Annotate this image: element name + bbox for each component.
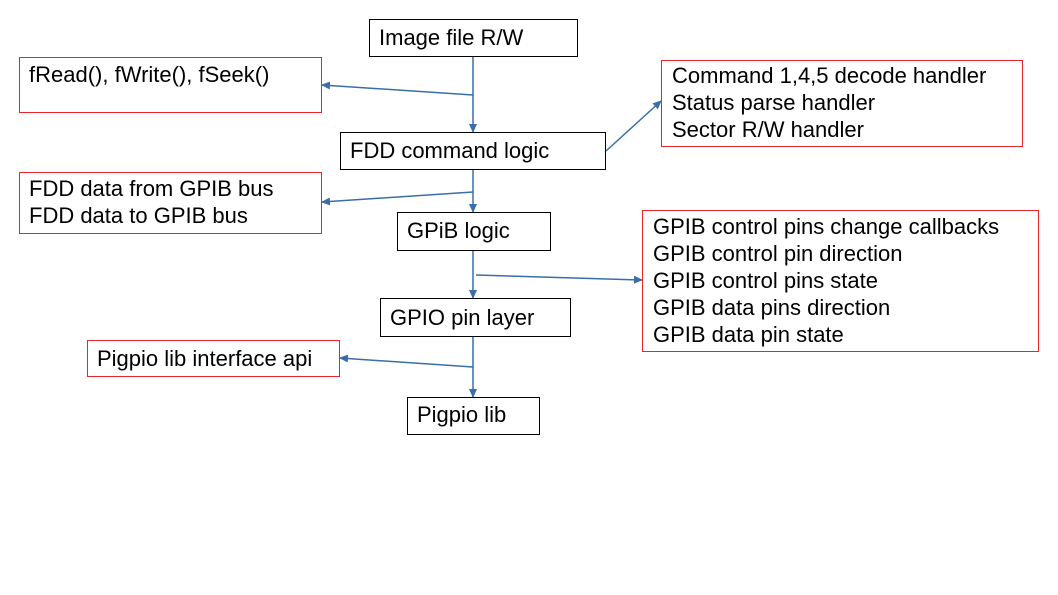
arrow-to-command-handlers	[605, 100, 662, 152]
gpib-pins-line-4: GPIB data pins direction	[653, 295, 891, 320]
arrow-to-gpib-pins	[475, 274, 643, 284]
gpib-pins-line-1: GPIB control pins change callbacks	[653, 214, 1000, 239]
gpio-pin-layer-label: GPIO pin layer	[390, 305, 535, 330]
arrow-to-file-ops	[321, 81, 474, 96]
command-handlers-line-2: Status parse handler	[672, 90, 876, 115]
fdd-command-layer: FDD command logic	[340, 132, 606, 170]
pigpio-api-note: Pigpio lib interface api	[87, 340, 340, 377]
gpib-pins-line-3: GPIB control pins state	[653, 268, 878, 293]
pigpio-lib-layer: Pigpio lib	[407, 397, 540, 435]
arrow-to-fdd-data	[321, 191, 474, 206]
pigpio-lib-layer-label: Pigpio lib	[417, 402, 507, 427]
arrow-to-pigpio-api	[339, 354, 474, 368]
image-file-layer-label: Image file R/W	[379, 25, 524, 50]
gpib-logic-layer-label: GPiB logic	[407, 218, 510, 243]
gpio-pin-layer: GPIO pin layer	[380, 298, 571, 337]
image-file-layer: Image file R/W	[369, 19, 578, 57]
fdd-data-line-2: FDD data to GPIB bus	[29, 203, 248, 228]
gpib-logic-layer: GPiB logic	[397, 212, 551, 251]
fdd-data-note: FDD data from GPIB bus FDD data to GPIB …	[19, 172, 322, 234]
fdd-data-line-1: FDD data from GPIB bus	[29, 176, 274, 201]
file-ops-line-1: fRead(), fWrite(), fSeek()	[29, 62, 270, 87]
gpib-pins-note: GPIB control pins change callbacks GPIB …	[642, 210, 1039, 352]
pigpio-api-line-1: Pigpio lib interface api	[97, 346, 313, 371]
command-handlers-note: Command 1,4,5 decode handler Status pars…	[661, 60, 1023, 147]
command-handlers-line-1: Command 1,4,5 decode handler	[672, 63, 987, 88]
gpib-pins-line-2: GPIB control pin direction	[653, 241, 903, 266]
fdd-command-layer-label: FDD command logic	[350, 138, 550, 163]
gpib-pins-line-5: GPIB data pin state	[653, 322, 844, 347]
file-ops-note: fRead(), fWrite(), fSeek()	[19, 57, 322, 113]
command-handlers-line-3: Sector R/W handler	[672, 117, 864, 142]
